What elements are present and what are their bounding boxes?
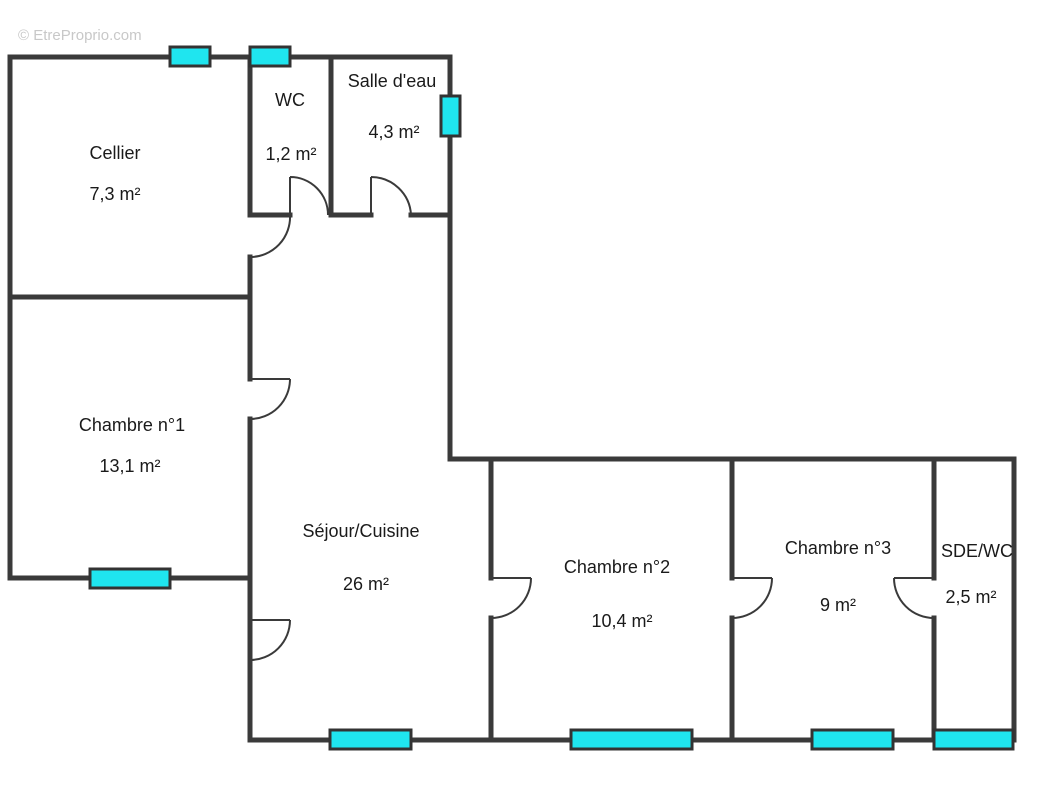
window-salle-eau xyxy=(439,94,462,138)
room-area: 10,4 m² xyxy=(591,611,652,631)
room-area: 7,3 m² xyxy=(89,184,140,204)
room-area: 4,3 m² xyxy=(368,122,419,142)
door-cellier xyxy=(249,214,292,259)
doors xyxy=(249,175,935,661)
room-name: Chambre n°2 xyxy=(564,557,670,577)
room-area: 13,1 m² xyxy=(99,456,160,476)
window-sde-wc xyxy=(932,728,1015,751)
watermark: © EtreProprio.com xyxy=(18,27,142,44)
window-chambre-2 xyxy=(569,728,694,751)
door-salle-eau xyxy=(370,175,412,216)
windows xyxy=(88,45,1015,751)
window-wc xyxy=(248,45,292,68)
room-sde-wc: SDE/WC 2,5 m² xyxy=(941,541,1013,607)
door-wc xyxy=(289,176,329,216)
room-wc: WC 1,2 m² xyxy=(265,90,316,164)
room-area: 26 m² xyxy=(343,574,389,594)
room-name: Chambre n°3 xyxy=(785,538,891,558)
door-sejour xyxy=(249,619,291,661)
room-area: 1,2 m² xyxy=(265,144,316,164)
room-area: 9 m² xyxy=(820,595,856,615)
room-name: Cellier xyxy=(89,143,140,163)
room-name: WC xyxy=(275,90,305,110)
walls xyxy=(7,54,1017,743)
room-chambre-1: Chambre n°1 13,1 m² xyxy=(79,415,185,476)
room-salle-eau: Salle d'eau 4,3 m² xyxy=(348,71,437,142)
room-sejour: Séjour/Cuisine 26 m² xyxy=(302,521,419,594)
room-name: Séjour/Cuisine xyxy=(302,521,419,541)
room-chambre-2: Chambre n°2 10,4 m² xyxy=(564,557,670,631)
window-chambre-1 xyxy=(88,567,172,590)
window-chambre-3 xyxy=(810,728,895,751)
room-area: 2,5 m² xyxy=(945,587,996,607)
door-sde-wc xyxy=(893,577,935,619)
door-chambre-3 xyxy=(731,577,773,619)
room-name: Chambre n°1 xyxy=(79,415,185,435)
window-sejour xyxy=(328,728,413,751)
room-name: Salle d'eau xyxy=(348,71,437,91)
room-name: SDE/WC xyxy=(941,541,1013,561)
room-cellier: Cellier 7,3 m² xyxy=(89,143,140,204)
door-chambre-1 xyxy=(249,378,291,420)
room-chambre-3: Chambre n°3 9 m² xyxy=(785,538,891,615)
window-cellier xyxy=(168,45,212,68)
door-chambre-2 xyxy=(490,577,532,619)
